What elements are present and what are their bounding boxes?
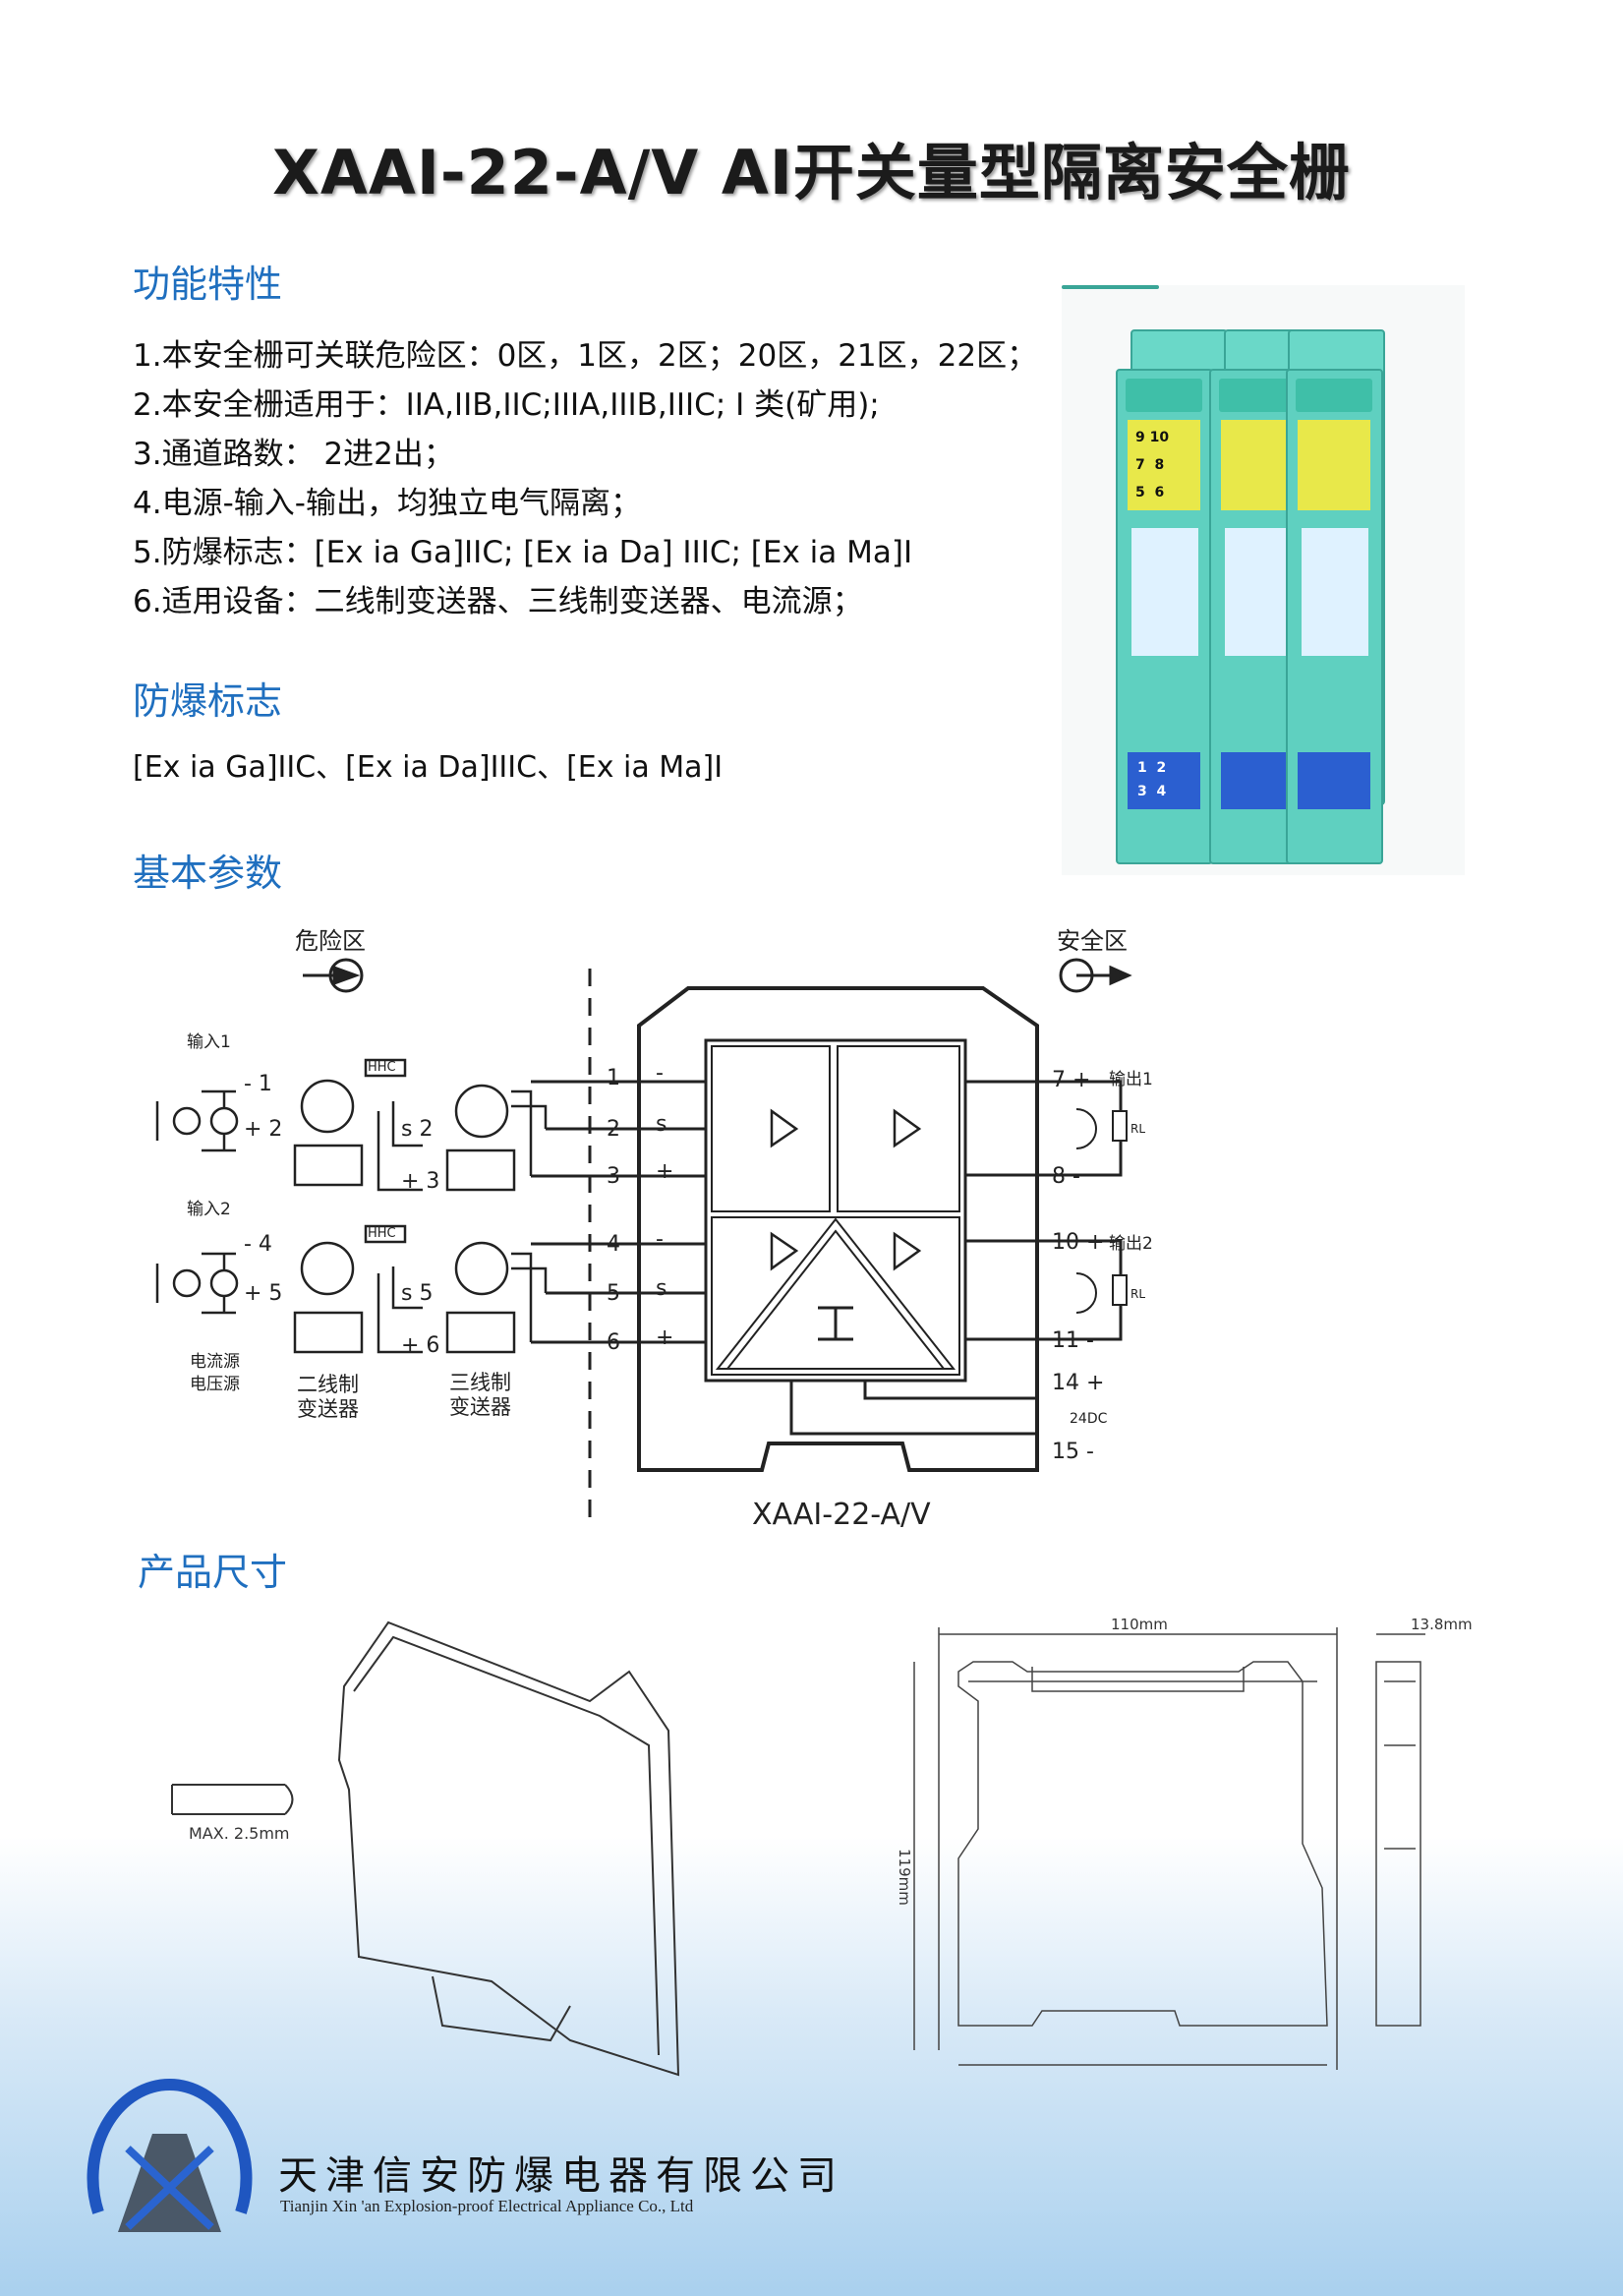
load-resistor [1112,1274,1128,1306]
feature-item: 1.本安全栅可关联危险区：0区，1区，2区；20区，21区，22区； [133,338,1038,374]
section-features-heading: 功能特性 [133,263,283,306]
terminal-number: 7 [1135,457,1145,473]
section-marking-heading: 防爆标志 [133,679,283,723]
terminal-number: 2 [1156,760,1167,776]
input1-label: 输入1 [187,1032,231,1052]
feature-item: 6.适用设备：二线制变送器、三线制变送器、电流源； [133,584,863,619]
safe-zone-label: 安全区 [1057,927,1128,955]
amplifier-icon [770,1108,922,1271]
terminal-label: 11 - [1052,1328,1094,1353]
section-dimensions-heading: 产品尺寸 [138,1551,288,1594]
terminal-number: 3 [607,1164,620,1189]
diagram-model-label: XAAI-22-A/V [752,1498,931,1532]
perspective-drawing [171,1620,680,2077]
load-label: RL [1130,1287,1145,1301]
height-dimension: 119mm [896,1849,913,1906]
voltage-source-label: 电压源 [190,1375,240,1394]
transformer-icon [818,1306,853,1341]
marking-text: [Ex ia Ga]IIC、[Ex ia Da]IIIC、[Ex ia Ma]I [133,750,724,785]
feature-item: 4.电源-输入-输出，均独立电气隔离； [133,486,641,521]
terminal-sign: s [656,1276,667,1301]
terminal-number: 1 [607,1066,620,1090]
terminal-label: 7 + [1052,1068,1090,1092]
terminal-number: 5 [607,1281,620,1306]
hazard-zone-label: 危险区 [295,927,366,955]
terminal-sign: + [656,1325,673,1350]
hhc-label: HHC [368,1226,396,1241]
terminal-number: 10 [1149,430,1170,445]
current-source-label: 电流源 [190,1352,240,1372]
feature-item: 5.防爆标志：[Ex ia Ga]IIC; [Ex ia Da] IIIC; [… [133,535,913,570]
output1-label: 输出1 [1109,1070,1153,1089]
terminal-number: 2 [607,1117,620,1142]
terminal-number: 6 [1154,485,1165,500]
terminal-sign: + [656,1159,673,1184]
supply-voltage-label: 24DC [1070,1411,1108,1427]
terminal-number: 4 [1156,784,1167,799]
terminal-number: 6 [607,1330,620,1355]
company-name-en: Tianjin Xin 'an Explosion-proof Electric… [280,2197,694,2215]
terminal-number: 5 [1135,485,1145,500]
front-view-drawing [913,1627,1425,2070]
terminal-label: s 5 [401,1281,433,1306]
terminal-label: + 6 [401,1333,439,1358]
depth-dimension: 13.8mm [1411,1616,1473,1633]
input2-label: 输入2 [187,1200,231,1219]
company-name-cn: 天津信安防爆电器有限公司 [278,2153,844,2199]
terminal-number: 8 [1154,457,1165,473]
safe-arrow-icon [1059,958,1132,993]
two-wire-label: 二线制 [297,1373,359,1396]
terminal-label: 14 + [1052,1371,1104,1395]
terminal-label: + 2 [244,1117,282,1142]
three-wire-label: 变送器 [449,1395,511,1419]
three-wire-label: 三线制 [449,1371,511,1394]
two-wire-transmitter-icon [293,1058,423,1354]
terminal-number: 4 [607,1232,620,1257]
terminal-number: 9 [1135,430,1145,445]
terminal-label: s 2 [401,1117,433,1142]
terminal-label: - 1 [244,1072,272,1096]
terminal-label: 10 + [1052,1230,1104,1255]
max-wire-label: MAX. 2.5mm [189,1824,290,1843]
terminal-label: 8 - [1052,1164,1080,1189]
section-params-heading: 基本参数 [133,852,283,895]
three-wire-transmitter-icon [445,1084,548,1354]
terminal-label: - 4 [244,1232,272,1257]
terminal-sign: s [656,1112,667,1137]
load-resistor [1112,1110,1128,1142]
company-logo [87,2078,253,2232]
hazard-arrow-icon [303,958,364,993]
terminal-label: 15 - [1052,1440,1094,1464]
two-wire-label: 变送器 [297,1397,359,1421]
terminal-sign: - [656,1061,664,1086]
terminal-number: 1 [1137,760,1147,776]
output2-label: 输出2 [1109,1234,1153,1254]
width-dimension: 110mm [1111,1616,1168,1633]
source-icon [155,1089,239,1315]
barrier-housing [637,986,1039,1472]
terminal-label: + 5 [244,1281,282,1306]
terminal-sign: - [656,1227,664,1252]
terminal-number: 3 [1137,784,1147,799]
feature-item: 3.通道路数： 2进2出； [133,437,454,472]
page-title: XAAI-22-A/V AI开关量型隔离安全栅 [272,137,1351,208]
load-label: RL [1130,1122,1145,1136]
feature-item: 2.本安全栅适用于：IIA,IIB,IIC;IIIA,IIIB,IIIC; I … [133,387,880,423]
hhc-label: HHC [368,1060,396,1075]
